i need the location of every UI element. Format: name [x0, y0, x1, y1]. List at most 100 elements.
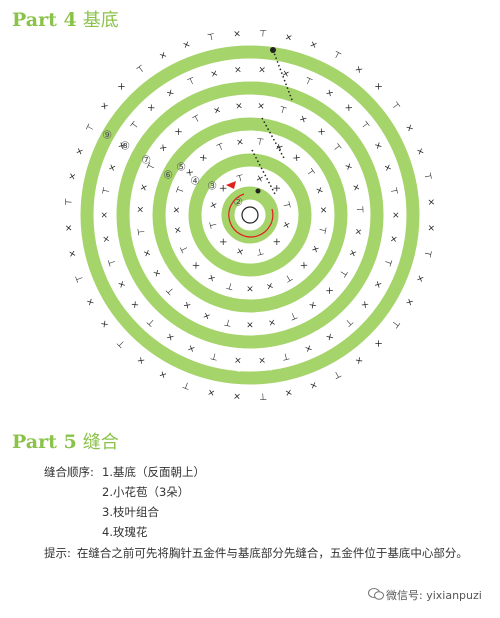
- stitch-symbol: ×: [142, 248, 154, 259]
- round-start-dot: [255, 188, 261, 194]
- stitch-symbol: ⊤: [181, 378, 192, 390]
- stitch-symbol: ⊤: [287, 309, 298, 321]
- stitch-symbol: ⊤: [107, 257, 119, 268]
- stitch-symbol: ⊤: [358, 120, 371, 132]
- stitch-symbol: ×: [146, 102, 158, 114]
- stitch-symbol: ×: [265, 279, 275, 291]
- stitch-symbol: ×: [318, 206, 328, 214]
- stitch-symbol: ⊤: [277, 105, 288, 117]
- stitch-symbol: ⊤: [145, 315, 158, 328]
- part5-label: Part 5: [12, 431, 77, 453]
- stitch-symbol: ×: [198, 152, 210, 165]
- stitch-symbol: ⊤: [389, 100, 402, 112]
- stitch-symbol: ×: [381, 163, 393, 173]
- direction-arrow: [228, 193, 274, 238]
- stitch-symbol: ⊤: [223, 316, 233, 327]
- stitch-symbols: ⊤ × × ⊤ × × ⊤ × × ⊤ × × ⊤ × × ⊤ × × ⊤ × × ⊤ × × ⊤ × × ⊤ × × ⊤ × × ⊤ × × ⊤ × × ⊤…: [64, 30, 436, 401]
- tip-text: 在缝合之前可先将胸针五金件与基底部分先缝合，五金件位于基底中心部分。: [76, 546, 468, 560]
- stitch-symbol: ×: [346, 248, 358, 259]
- stitch-symbol: ×: [281, 69, 291, 81]
- stitch-symbol: ⊤: [235, 173, 245, 185]
- stitch-symbol: ×: [284, 32, 294, 43]
- stitch-symbol: ⊤: [282, 271, 294, 284]
- stitch-symbol: ×: [306, 298, 318, 311]
- stitch-symbol: ×: [274, 142, 285, 154]
- stitch-symbol: ×: [323, 284, 335, 296]
- stitch-symbol: ×: [284, 386, 294, 397]
- stitch-symbol: ×: [172, 206, 182, 214]
- tip-label: 提示:: [44, 546, 71, 560]
- stitch-symbol: ×: [358, 298, 371, 310]
- stitch-symbol: ×: [101, 234, 112, 243]
- stitch-symbol: ×: [323, 330, 335, 343]
- stitch-symbol: ×: [139, 183, 151, 193]
- stitch-symbol: ⊤: [101, 186, 112, 196]
- stitch-symbol: ⊤: [280, 350, 290, 362]
- stitch-symbol: ⊤: [179, 243, 192, 255]
- stitch-symbol: ×: [116, 81, 128, 93]
- round-number-label: ⑦: [141, 154, 151, 167]
- stitch-symbol: ×: [352, 354, 364, 367]
- stitch-symbol: ⊤: [421, 172, 432, 182]
- stitch-symbol: ×: [414, 146, 426, 157]
- stitch-symbol: ×: [258, 354, 266, 365]
- stitch-symbol: ⊤: [85, 122, 98, 134]
- stitch-symbol: ×: [352, 227, 363, 236]
- round-number-label: ②: [233, 196, 243, 209]
- stitch-symbol: ⊤: [388, 317, 401, 329]
- sewing-step: 2.小花苞（3朵）: [102, 485, 190, 499]
- stitch-symbol: ×: [136, 205, 146, 213]
- stitch-symbol: ×: [342, 161, 354, 172]
- stitch-symbol: ⊤: [303, 76, 314, 88]
- stitch-symbol: ⊤: [316, 225, 327, 235]
- stitch-symbol: ×: [67, 249, 78, 259]
- stitch-symbol: ×: [235, 101, 244, 112]
- stitch-symbol: ×: [290, 152, 302, 165]
- stitch-symbol: ×: [425, 224, 436, 232]
- stitch-symbol: ⊤: [186, 76, 197, 88]
- stitch-symbol: ×: [67, 172, 78, 182]
- stitch-symbol: ×: [315, 126, 327, 139]
- stitch-symbol: ⊤: [258, 390, 267, 401]
- round-number-label: ⑥: [163, 169, 173, 182]
- stitch-symbol: ×: [208, 200, 220, 210]
- watermark: @一线脚本: [235, 362, 275, 372]
- stitch-symbol: ⊤: [354, 205, 364, 213]
- wechat-icon: [368, 588, 384, 600]
- stitch-symbol: ⊤: [259, 30, 268, 40]
- stitch-symbol: ×: [233, 30, 241, 40]
- stitch-symbol: ×: [235, 245, 245, 257]
- stitch-symbol: ×: [270, 235, 282, 247]
- stitch-symbol: ×: [233, 390, 241, 401]
- stitch-symbol: ⊤: [225, 279, 235, 291]
- stitch-symbol: ×: [173, 126, 185, 139]
- stitch-symbol: ⊤: [421, 249, 432, 259]
- part4-title: 基底: [82, 10, 119, 31]
- stitch-symbol: ×: [173, 225, 184, 234]
- stitch-symbol: ×: [246, 319, 254, 329]
- crochet-base-diagram: ⊤ × × ⊤ × × ⊤ × × ⊤ × × ⊤ × × ⊤ × × ⊤ × × ⊤ × × ⊤ × × ⊤ × × ⊤ × × ⊤ × × ⊤ × × ⊤…: [64, 30, 436, 401]
- stitch-symbol: ×: [181, 39, 192, 51]
- round-number-label: ⑤: [176, 161, 186, 174]
- stitch-symbol: ×: [74, 146, 86, 157]
- stitch-symbol: ×: [236, 137, 245, 148]
- stitch-symbol: ×: [129, 298, 142, 310]
- stitch-symbol: ×: [414, 273, 426, 284]
- stitch-symbol: ⊤: [135, 64, 147, 77]
- stitch-symbol: ×: [270, 183, 282, 195]
- stitch-symbol: ×: [257, 101, 266, 112]
- stitch-symbol: ⊤: [137, 227, 148, 236]
- stitch-symbol: ×: [371, 140, 383, 151]
- sewing-order-label: 缝合顺序:: [44, 465, 94, 479]
- green-ring: [188, 153, 312, 277]
- stitch-symbol: ×: [210, 69, 220, 81]
- sewing-step: 4.玫瑰花: [102, 525, 148, 539]
- stitch-symbol: ⊤: [129, 120, 142, 132]
- stitch-symbol: ×: [100, 211, 110, 219]
- stitch-symbol: ×: [158, 368, 169, 380]
- stitch-symbol: ⊤: [207, 32, 217, 43]
- stitch-symbol: ⊤: [303, 167, 316, 179]
- stitch-symbol: ⊤: [116, 337, 129, 350]
- stitch-symbol: ×: [352, 64, 364, 77]
